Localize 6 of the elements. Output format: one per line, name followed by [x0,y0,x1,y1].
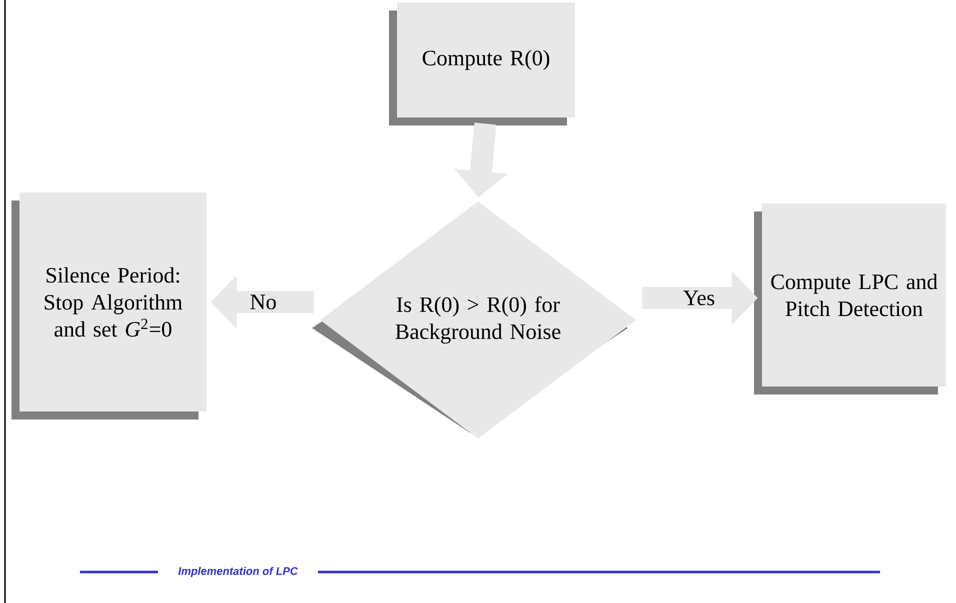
process-box: Silence Period: Stop Algorithm and set G$^{2}$=0 [12,192,206,420]
edge-label: Yes [683,290,714,306]
footer-text: Implementation of LPC [178,566,298,578]
process-box: Compute R(0) [389,2,575,126]
edge-label: No [250,294,276,310]
process-box: Compute LPC and Pitch Detection [754,204,946,394]
